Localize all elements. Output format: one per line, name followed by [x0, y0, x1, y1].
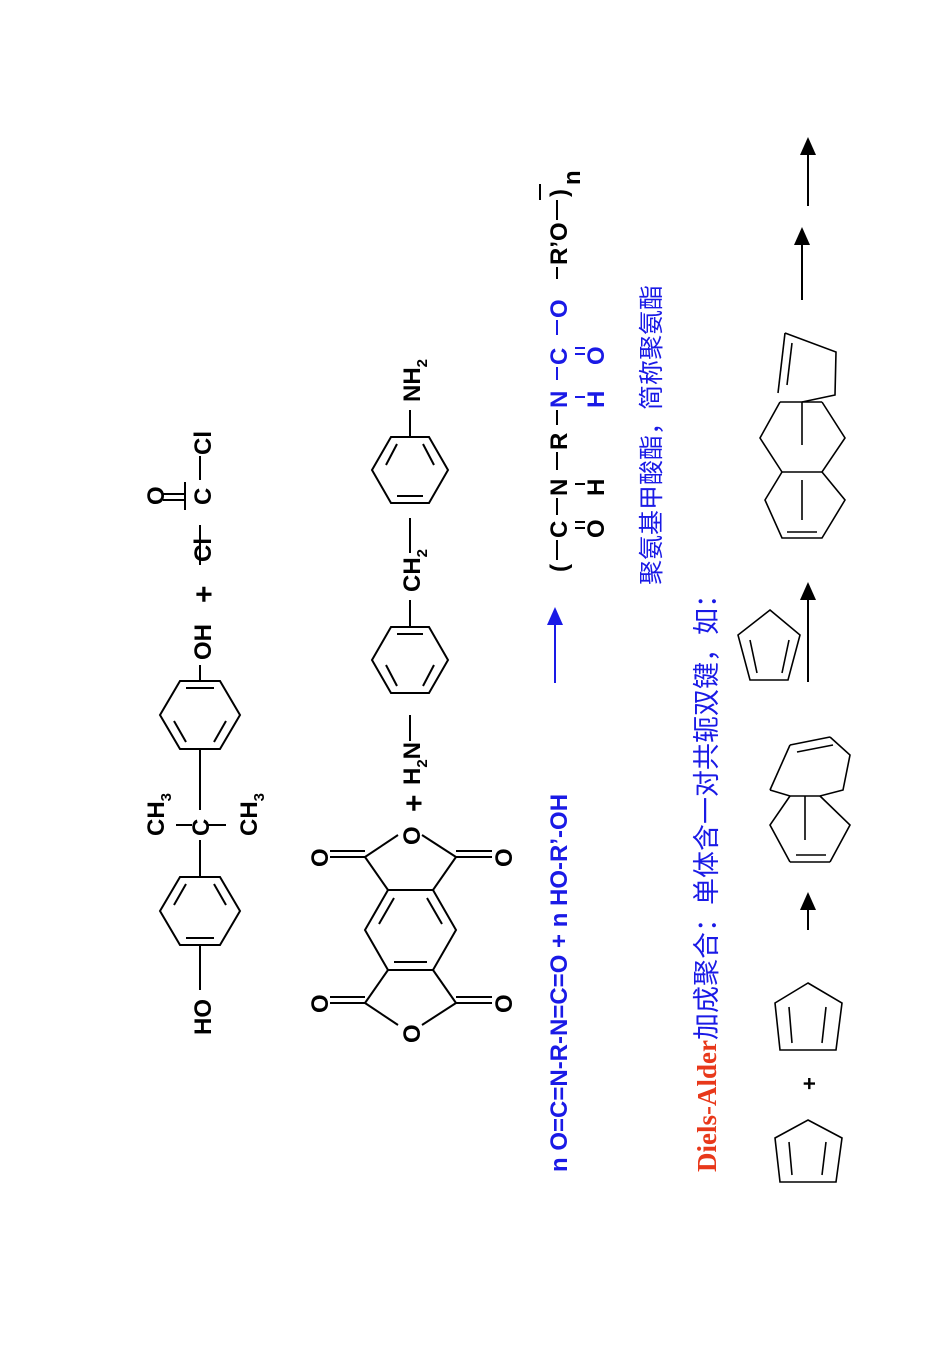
product-h-under-2: H [583, 391, 610, 408]
bisphenol-a-labels: HO CH3 C CH3 OH + Cl C O Cl [143, 431, 268, 1035]
phenol-ring-right [158, 680, 242, 750]
polyurethane-reaction: n O=C=N-R-N=C=O + n HO-R’-OH ( C N R [539, 170, 610, 1172]
product-open-paren: ( [546, 564, 573, 572]
plus-sign: + [188, 585, 221, 603]
phosgene-carbon: C [190, 488, 217, 505]
methyl-bottom: CH3 [236, 793, 268, 836]
phosgene-cl-left: Cl [190, 538, 217, 562]
product-r: R [546, 433, 573, 450]
product-n2: N [546, 391, 573, 408]
dicyclopentadiene [769, 736, 851, 863]
polyurethane-caption: 聚氨基甲酸酯，简称聚氨酯 [637, 285, 666, 585]
phosgene-cl-right: Cl [190, 431, 217, 455]
diamine-structure [370, 410, 450, 741]
product-o-under-1: O [583, 519, 610, 538]
anhydride-o-2: O [491, 994, 518, 1013]
cyclopentadiene-1 [774, 1119, 843, 1183]
methyl-top: CH3 [143, 793, 175, 836]
phenol-oh-left: HO [190, 999, 217, 1035]
amine-nh2: NH2 [399, 359, 431, 402]
methylene-ch2: CH2 [399, 549, 431, 592]
product-c2: C [546, 348, 573, 365]
bisphenol-a-structure [158, 456, 242, 990]
anhydride-ring-o-1: O [399, 1024, 426, 1043]
aniline-ring-left [370, 626, 450, 694]
phosgene-oxygen: O [143, 486, 170, 505]
diels-alder-scheme [737, 137, 851, 1183]
reactants-text: n O=C=N-R-N=C=O + n HO-R’-OH [546, 794, 573, 1172]
anhydride-o-3: O [307, 848, 334, 867]
dianhydride-structure [330, 834, 492, 1026]
product-subscript-n: n [559, 170, 586, 185]
product-tail: R’O [546, 222, 573, 265]
center-carbon: C [188, 819, 215, 836]
diels-alder-plus: + [797, 1077, 822, 1090]
phenol-oh-right: OH [190, 624, 217, 660]
diels-alder-description: 加成聚合：单体含一对共轭双键，如： [692, 581, 723, 1040]
benzene-core [363, 889, 458, 971]
anhydride-ring-o-2: O [399, 826, 426, 845]
anhydride-o-1: O [307, 994, 334, 1013]
product-c1: C [546, 521, 573, 538]
phenol-ring-left [158, 876, 242, 946]
cyclopentadiene-3 [737, 608, 801, 681]
diels-alder-name: Diels-Alder [692, 1040, 722, 1172]
diels-alder-heading: Diels-Alder加成聚合：单体含一对共轭双键，如： [692, 581, 723, 1172]
cyclopentadiene-2 [774, 982, 843, 1051]
product-o-under-2: O [583, 346, 610, 365]
product-close-paren: ) [546, 189, 573, 197]
anhydride-o-4: O [491, 848, 518, 867]
product-h-under-1: H [583, 479, 610, 496]
amine-h2n: H2N [399, 742, 431, 785]
tricyclopentadiene [759, 332, 846, 539]
aniline-ring-right [370, 436, 450, 504]
product-n1: N [546, 479, 573, 496]
row2-labels: O O O O O O + H2N CH2 NH2 [307, 359, 518, 1043]
product-o: O [546, 299, 573, 318]
plus-sign: + [398, 794, 431, 812]
